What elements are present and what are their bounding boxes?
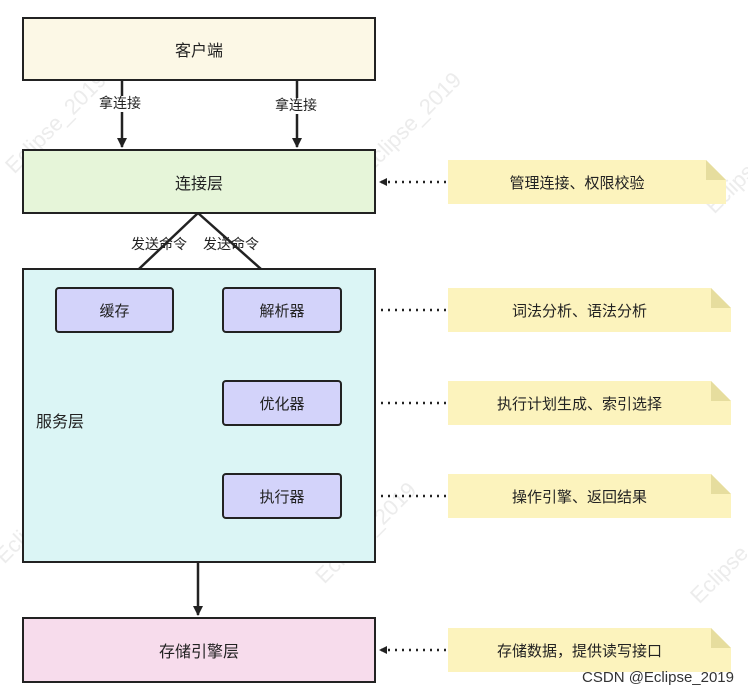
note-executor-shape	[448, 474, 731, 518]
client-label: 客户端	[174, 41, 223, 60]
note-storage-text: 存储数据，提供读写接口	[496, 641, 662, 660]
storage-layer-label: 存储引擎层	[158, 642, 239, 661]
connection-layer-label: 连接层	[174, 173, 223, 193]
note-storage-shape	[448, 628, 731, 672]
service-layer-label: 服务层	[36, 412, 85, 431]
note-executor-text: 操作引擎、返回结果	[511, 487, 647, 506]
executor-label: 执行器	[259, 487, 305, 506]
edge-label-get-connection-right: 拿连接	[275, 98, 317, 114]
note-connection-shape	[448, 160, 726, 204]
cache-box: 缓存	[55, 287, 174, 333]
executor-box: 执行器	[222, 473, 342, 519]
note-parser-text: 词法分析、语法分析	[511, 301, 647, 320]
note-optimizer: 执行计划生成、索引选择	[448, 381, 711, 425]
edge-label-get-connection-left: 拿连接	[99, 96, 141, 112]
note-optimizer-shape	[448, 381, 731, 425]
note-optimizer-text: 执行计划生成、索引选择	[496, 394, 662, 413]
note-connection: 管理连接、权限校验	[448, 160, 706, 204]
client-box: 客户端	[22, 17, 376, 81]
optimizer-label: 优化器	[259, 394, 305, 413]
connection-layer-box: 连接层	[22, 149, 376, 214]
edge-label-send-command-left: 发送命令	[131, 237, 187, 253]
optimizer-box: 优化器	[222, 380, 342, 426]
storage-layer-box: 存储引擎层	[22, 617, 376, 683]
note-storage: 存储数据，提供读写接口	[448, 628, 711, 672]
cache-label: 缓存	[99, 301, 130, 320]
note-connection-text: 管理连接、权限校验	[509, 173, 645, 192]
note-executor: 操作引擎、返回结果	[448, 474, 711, 518]
note-parser-shape	[448, 288, 731, 332]
note-parser: 词法分析、语法分析	[448, 288, 711, 332]
note-shapes	[448, 160, 731, 672]
edge-label-send-command-right: 发送命令	[203, 237, 259, 253]
credit-text: CSDN @Eclipse_2019	[582, 669, 734, 686]
parser-label: 解析器	[259, 301, 305, 320]
parser-box: 解析器	[222, 287, 342, 333]
